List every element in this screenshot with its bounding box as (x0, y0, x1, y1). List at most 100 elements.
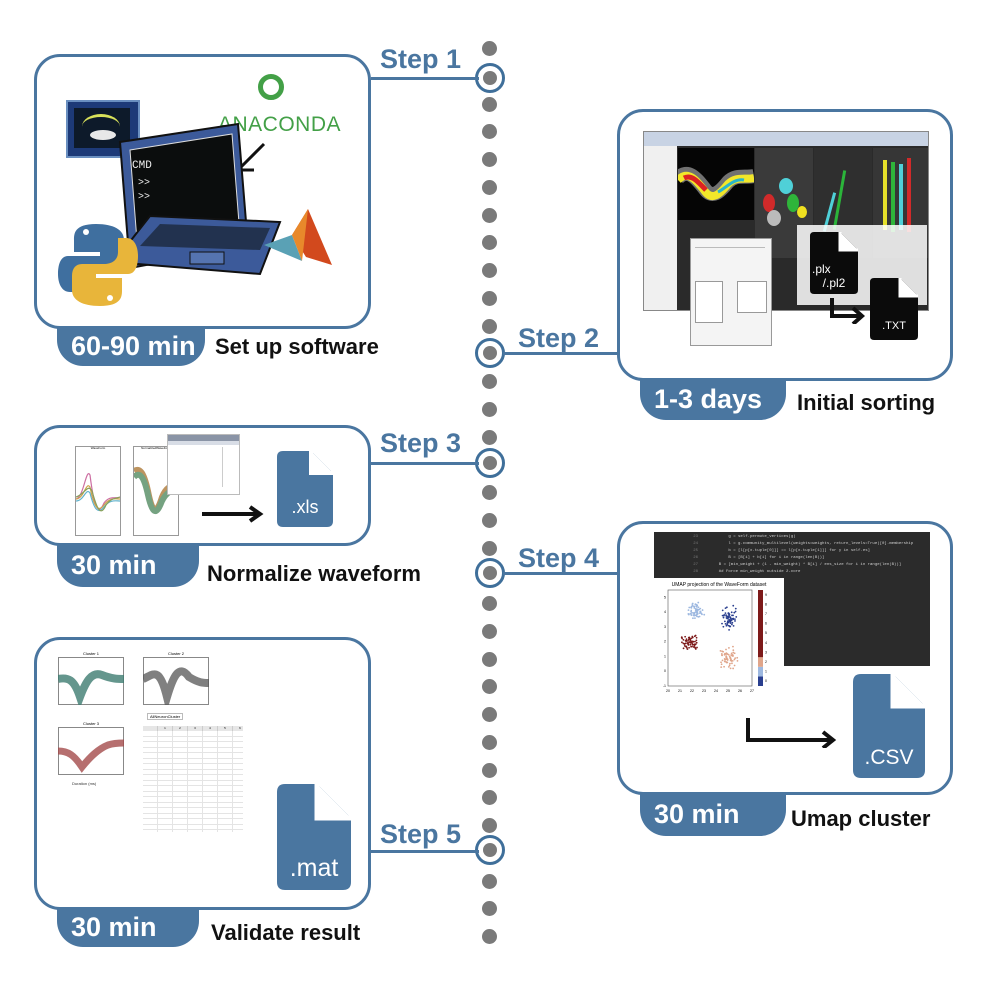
table-cell (188, 802, 203, 807)
step2-connector (503, 352, 620, 355)
timeline-dot (482, 679, 497, 695)
step4-duration-badge: 30 min (640, 792, 786, 836)
umap-point-cluster-2 (731, 662, 733, 665)
table-cell (158, 753, 173, 758)
umap-point-cluster-3 (685, 638, 688, 641)
umap-point-cluster-0 (725, 624, 728, 627)
table-cell (143, 769, 158, 774)
umap-point-cluster-0 (732, 617, 735, 620)
umap-point-cluster-0 (721, 614, 724, 617)
table-cell (203, 742, 218, 747)
xls-file-ext: .xls (291, 497, 319, 517)
table-cell (143, 736, 158, 741)
table-cell (173, 764, 188, 769)
umap-point-cluster-2 (732, 649, 735, 652)
umap-point-cluster-0 (724, 622, 727, 625)
table-cell (188, 824, 203, 829)
umap-point-cluster-0 (734, 618, 736, 621)
table-cell (203, 731, 218, 736)
umap-point-cluster-0 (729, 620, 731, 623)
step3-duration-badge: 30 min (57, 543, 199, 587)
table-cell (188, 769, 203, 774)
cluster3-plot: Cluster 3 (58, 721, 124, 781)
umap-point-cluster-2 (720, 666, 723, 669)
table-cell (218, 797, 233, 802)
table-cell (188, 736, 203, 741)
timeline-dot (482, 485, 497, 500)
table-cell (233, 830, 243, 832)
timeline-dot (482, 707, 497, 722)
table-cell (188, 830, 203, 832)
table-row (143, 758, 243, 764)
table-cell (233, 786, 243, 791)
timeline-dot (482, 873, 497, 889)
umap-point-cluster-0 (724, 607, 727, 610)
table-cell (203, 819, 218, 824)
step1-connector (371, 77, 479, 80)
table-cell (203, 802, 218, 807)
umap-point-cluster-0 (730, 619, 733, 622)
table-cell (218, 731, 233, 736)
excel-export-screenshot (167, 434, 240, 495)
table-cell (203, 764, 218, 769)
table-cell (203, 830, 218, 832)
umap-point-cluster-3 (693, 643, 696, 646)
cluster-xlabel: Duration (ms) (72, 781, 97, 786)
umap-xtick-label: 27 (750, 689, 754, 693)
umap-point-cluster-2 (726, 661, 729, 664)
table-cell (143, 742, 158, 747)
timeline-dot (482, 651, 497, 667)
code-line: 23 g = self.permute_vertices(g) (654, 534, 913, 541)
code-line-text: l = g.community_multilevel(weights=weigh… (714, 542, 914, 546)
timeline-dot (482, 152, 497, 167)
umap-point-cluster-0 (727, 616, 730, 619)
timeline-dot (482, 818, 497, 833)
umap-xtick-label: 24 (714, 689, 718, 693)
umap-point-cluster-2 (733, 658, 736, 661)
table-cell (188, 786, 203, 791)
umap-point-cluster-1 (697, 601, 700, 604)
table-row (143, 736, 243, 742)
matlab-logo-icon (264, 209, 332, 265)
umap-point-cluster-2 (736, 656, 739, 659)
table-cell (143, 731, 158, 736)
umap-point-cluster-2 (730, 652, 733, 655)
umap-point-cluster-1 (694, 614, 697, 617)
table-row (143, 764, 243, 770)
table-cell (188, 797, 203, 802)
code-line: 26 B = [B[i] + b[i] for i in range(len(B… (654, 555, 913, 562)
table-cell (218, 775, 233, 780)
plx-file-ext-2: /.pl2 (822, 276, 846, 290)
txt-file-icon: .TXT (870, 278, 918, 340)
umap-point-cluster-3 (684, 635, 687, 638)
umap-scatter-chart: UMAP projection of the WaveForm dataset2… (663, 582, 767, 693)
table-cell (203, 758, 218, 763)
umap-point-cluster-0 (730, 611, 733, 614)
sorter-dialog-screenshot (690, 238, 772, 346)
table-cell (218, 786, 233, 791)
umap-colorbar-tick: 0 (765, 679, 767, 683)
table-row (143, 819, 243, 825)
umap-point-cluster-1 (692, 617, 694, 620)
table-cell (143, 802, 158, 807)
step4-timeline-marker (475, 558, 505, 588)
table-cell (158, 824, 173, 829)
waveform-plot: WaveForm (75, 446, 121, 536)
code-line: 25 b = [l[p[x.tuple[0]]] == l[p[x.tuple[… (654, 548, 913, 555)
mat-file-ext: .mat (289, 854, 339, 882)
umap-point-cluster-1 (695, 605, 698, 608)
umap-point-cluster-0 (724, 612, 727, 615)
umap-point-cluster-3 (691, 640, 694, 643)
step3-connector (371, 462, 479, 465)
step1-caption: Set up software (215, 334, 379, 359)
umap-point-cluster-1 (692, 614, 695, 616)
table-cell (173, 802, 188, 807)
csv-arrow-icon (746, 718, 837, 748)
code-line: 27 B = [min_weight + (1 - min_weight) * … (654, 562, 913, 569)
timeline-dot (482, 179, 497, 195)
step4-label: Step 4 (518, 543, 600, 573)
umap-point-cluster-1 (698, 615, 701, 618)
table-cell (218, 802, 233, 807)
cluster1-plot: Cluster 1 (58, 651, 124, 711)
table-cell (158, 830, 173, 832)
